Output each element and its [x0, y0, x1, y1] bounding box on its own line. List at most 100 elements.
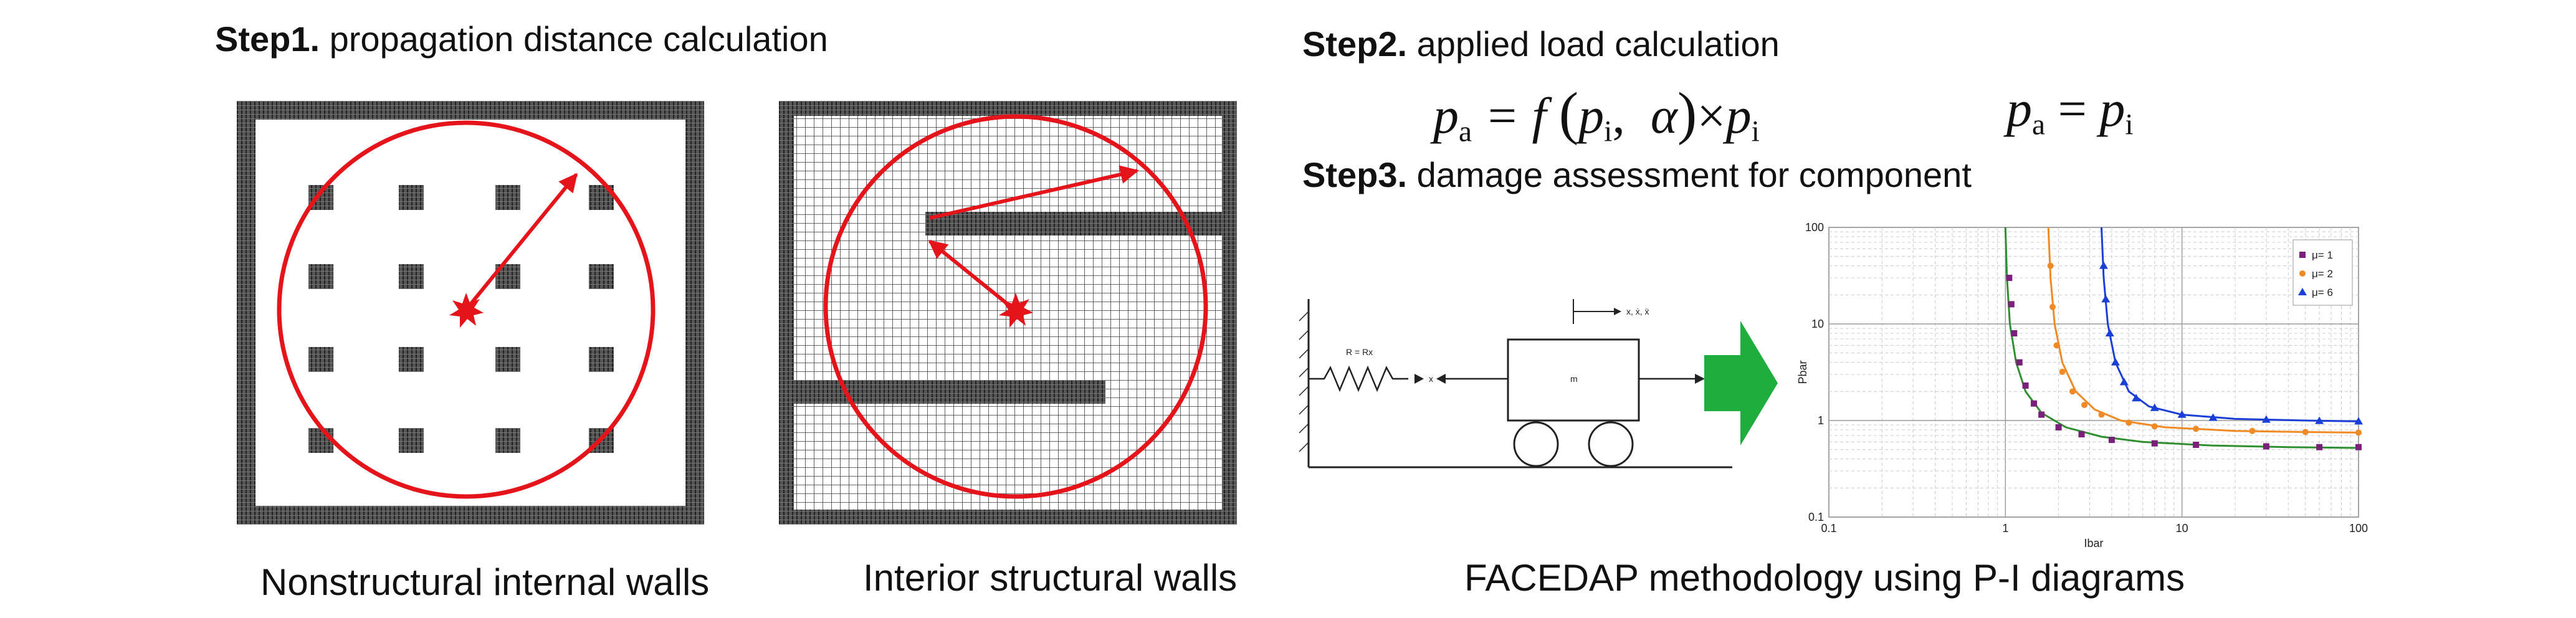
applied-load-equation-1: pa = f (pi, α)×pi — [1433, 81, 1760, 148]
green-arrow-icon — [1704, 321, 1778, 445]
propagation-circle — [823, 114, 1208, 499]
data-point-triangle — [2150, 403, 2159, 411]
mass-block — [1507, 338, 1640, 422]
data-point-circle — [2193, 425, 2200, 432]
eq2-p2: p — [2099, 80, 2125, 137]
wheel-left — [1513, 421, 1559, 467]
data-point-circle — [2049, 303, 2056, 310]
caption-nonstructural-walls: Nonstructural internal walls — [260, 561, 710, 603]
data-point-square — [2022, 382, 2029, 389]
data-point-square — [2108, 437, 2115, 444]
step1-label: Step1. — [215, 19, 320, 59]
step1-heading: Step1. propagation distance calculation — [215, 19, 828, 59]
data-point-circle — [2355, 429, 2362, 436]
data-point-square — [2193, 442, 2200, 449]
data-point-square — [2008, 301, 2015, 308]
eq2-sub-i: i — [2125, 108, 2134, 141]
y-tick-label: 100 — [1805, 221, 1824, 234]
spring-label: R = Rx — [1346, 347, 1373, 357]
x-label: x — [1429, 374, 1433, 384]
eq1-p2: p — [1578, 87, 1605, 144]
step3-heading: Step3. damage assessment for component — [1302, 154, 1972, 195]
propagation-radius-arrow — [464, 173, 578, 311]
applied-load-equation-2: pa = pi — [2006, 80, 2134, 141]
eq1-times: × — [1697, 87, 1726, 144]
eq1-sub-i: i — [1604, 115, 1613, 148]
x-axis-label: Ibar — [2084, 537, 2103, 549]
x-tick-label: 0.1 — [1821, 522, 1836, 535]
legend-marker — [2298, 288, 2307, 295]
caption-structural-walls: Interior structural walls — [863, 557, 1238, 599]
data-point-triangle — [2208, 413, 2218, 421]
eq1-sub-a: a — [1459, 115, 1472, 148]
data-point-circle — [2081, 401, 2088, 408]
explosion-star — [999, 293, 1033, 328]
data-point-circle — [2302, 429, 2309, 435]
spring — [1309, 365, 1408, 392]
eq1-equals-f: = f — [1484, 87, 1547, 144]
caption-facedap-methodology: FACEDAP methodology using P-I diagrams — [1464, 557, 2185, 599]
data-point-square — [2151, 440, 2158, 447]
legend-label: μ= 1 — [2312, 249, 2333, 261]
data-point-square — [2055, 424, 2062, 430]
data-point-square — [2016, 359, 2023, 366]
legend-marker — [2299, 270, 2306, 277]
legend-label: μ= 6 — [2312, 287, 2333, 298]
data-point-triangle — [2119, 378, 2129, 386]
step1-text: propagation distance calculation — [329, 19, 828, 59]
explosion-star — [449, 293, 484, 328]
eq2-p: p — [2006, 80, 2032, 137]
data-point-circle — [2069, 388, 2076, 395]
x-tick-label: 1 — [2002, 522, 2008, 535]
data-point-triangle — [2132, 394, 2141, 402]
y-tick-label: 0.1 — [1808, 511, 1824, 523]
step2-text: applied load calculation — [1416, 24, 1780, 64]
eq1-alpha: α — [1650, 87, 1677, 144]
y-tick-label: 1 — [1818, 414, 1824, 427]
data-point-circle — [2059, 368, 2066, 375]
y-axis-label: Pbar — [1796, 360, 1809, 384]
fit-curve-1 — [2004, 227, 2359, 449]
sdof-model-diagram: R = Rx x m F x, ẋ, ẍ — [1299, 299, 1732, 468]
upper-structural-wall — [925, 212, 1224, 235]
data-point-square — [2006, 275, 2013, 282]
wheel-right — [1588, 421, 1634, 467]
data-point-square — [2011, 330, 2018, 337]
wall-segments — [308, 185, 614, 453]
data-point-circle — [2098, 411, 2105, 418]
data-point-triangle — [2105, 329, 2114, 337]
data-point-triangle — [2177, 410, 2187, 418]
data-point-triangle — [2315, 416, 2324, 424]
step2-label: Step2. — [1302, 24, 1408, 64]
mass-label: m — [1570, 374, 1578, 384]
nonstructural-walls-diagram — [237, 101, 704, 525]
legend-marker — [2299, 252, 2306, 258]
data-point-square — [2355, 444, 2362, 450]
data-point-square — [2038, 411, 2045, 418]
data-point-triangle — [2099, 261, 2108, 269]
structural-walls-diagram — [779, 101, 1237, 525]
step3-label: Step3. — [1302, 155, 1408, 194]
motion-label: x, ẋ, ẍ — [1626, 307, 1649, 316]
data-point-circle — [2047, 262, 2054, 269]
data-point-square — [2078, 431, 2085, 438]
plot-area — [1828, 227, 2359, 518]
data-point-circle — [2125, 419, 2132, 426]
eq2-sub-a: a — [2032, 108, 2046, 141]
eq1-sub-i2: i — [1751, 115, 1760, 148]
x-tick-label: 100 — [2349, 522, 2368, 535]
step3-text: damage assessment for component — [1416, 155, 1972, 194]
data-point-square — [2263, 443, 2269, 450]
data-point-triangle — [2111, 358, 2120, 366]
legend-label: μ= 2 — [2312, 268, 2333, 280]
data-point-circle — [2151, 423, 2158, 430]
x-tick-label: 10 — [2176, 522, 2188, 535]
data-point-triangle — [2354, 417, 2363, 425]
propagation-circle — [277, 120, 656, 499]
data-point-circle — [2053, 342, 2060, 349]
data-point-triangle — [2261, 415, 2271, 423]
reflected-path-arrow-2 — [929, 165, 1139, 220]
data-point-square — [2031, 400, 2038, 407]
y-tick-label: 10 — [1811, 318, 1824, 330]
